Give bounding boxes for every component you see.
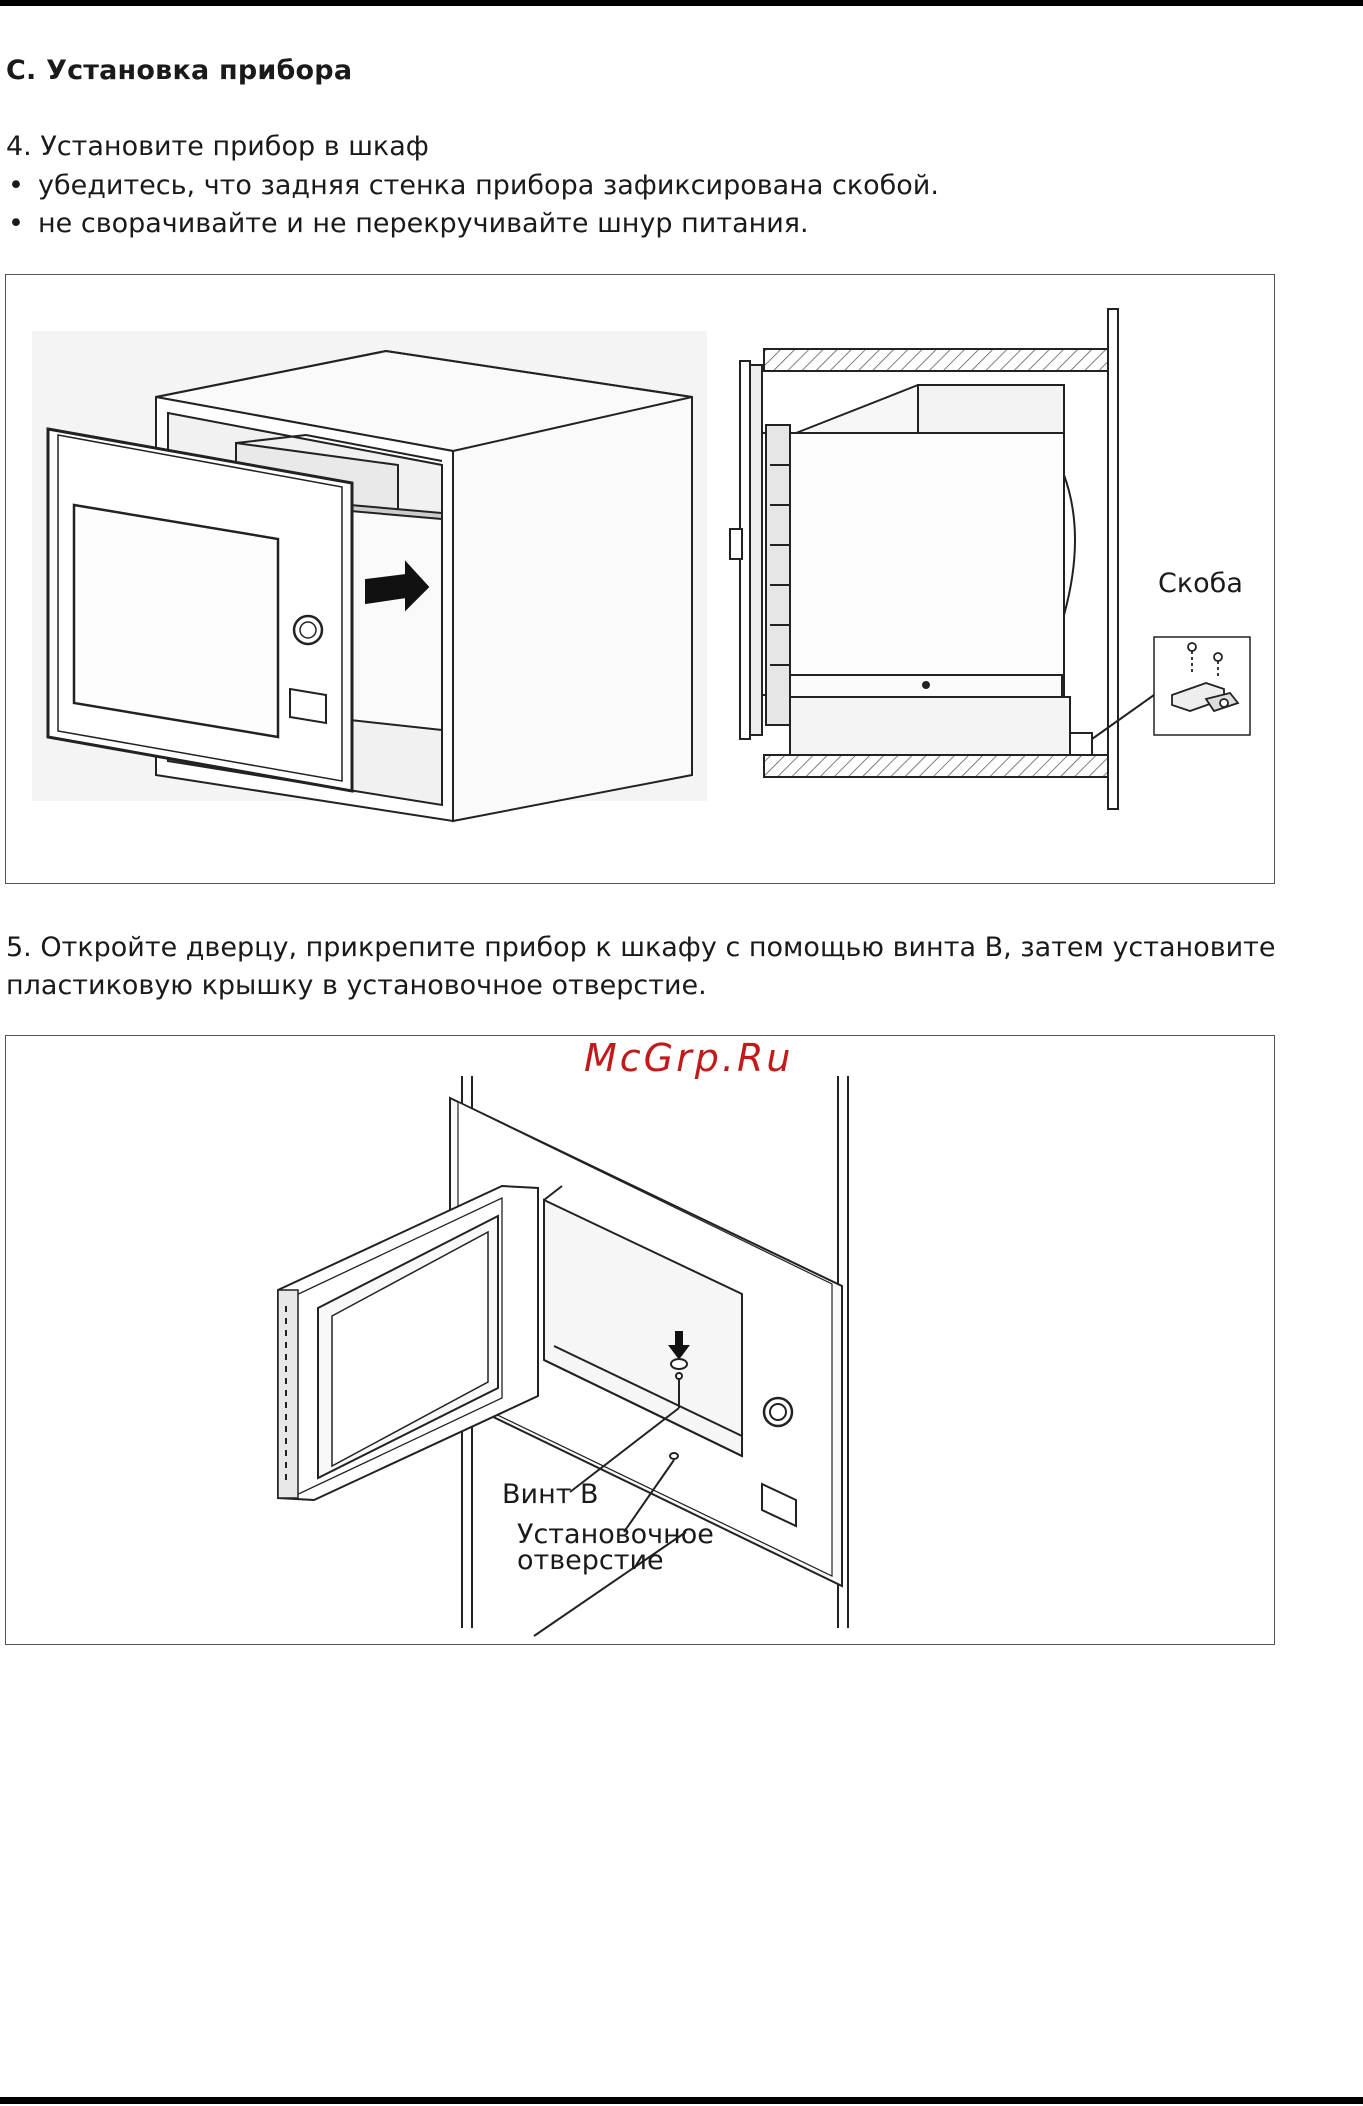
bullet-dot: • — [8, 208, 24, 239]
watermark: McGrp.Ru — [584, 1036, 794, 1080]
step4-title: 4. Установите прибор в шкаф — [6, 131, 429, 162]
bullet-item: • убедитесь, что задняя стенка прибора за… — [6, 167, 939, 205]
section-heading: С. Установка прибора — [6, 55, 353, 86]
step5-text: 5. Откройте дверцу, прикрепите прибор к … — [6, 932, 1276, 1001]
mounting-hole-label-line2: отверстие — [517, 1545, 664, 1576]
bullet-item: • не сворачивайте и не перекручивайте шну… — [6, 205, 939, 243]
step4-bullet-list: • убедитесь, что задняя стенка прибора за… — [6, 167, 939, 243]
screw-b-label: Винт В — [502, 1479, 599, 1510]
side-section-illustration — [729, 308, 1251, 810]
bullet-text: убедитесь, что задняя стенка прибора заф… — [38, 170, 939, 201]
bullet-text: не сворачивайте и не перекручивайте шнур… — [38, 208, 809, 239]
bracket-label: Скоба — [1158, 568, 1243, 599]
figure2-frame: Винт В Установочное отверстие — [5, 1035, 1275, 1645]
bracket-detail-illustration — [1171, 642, 1240, 713]
microwave-into-cabinet-illustration — [32, 331, 707, 823]
mounting-hole-label-line1: Установочное — [517, 1519, 714, 1550]
figure1-frame: Скоба — [5, 274, 1275, 884]
bullet-dot: • — [8, 170, 24, 201]
top-rule — [0, 0, 1363, 6]
bottom-rule — [0, 2097, 1363, 2104]
figure1-illustration — [32, 308, 1251, 823]
figure2-illustration — [277, 1076, 849, 1637]
open-door-microwave-illustration — [277, 1076, 849, 1637]
